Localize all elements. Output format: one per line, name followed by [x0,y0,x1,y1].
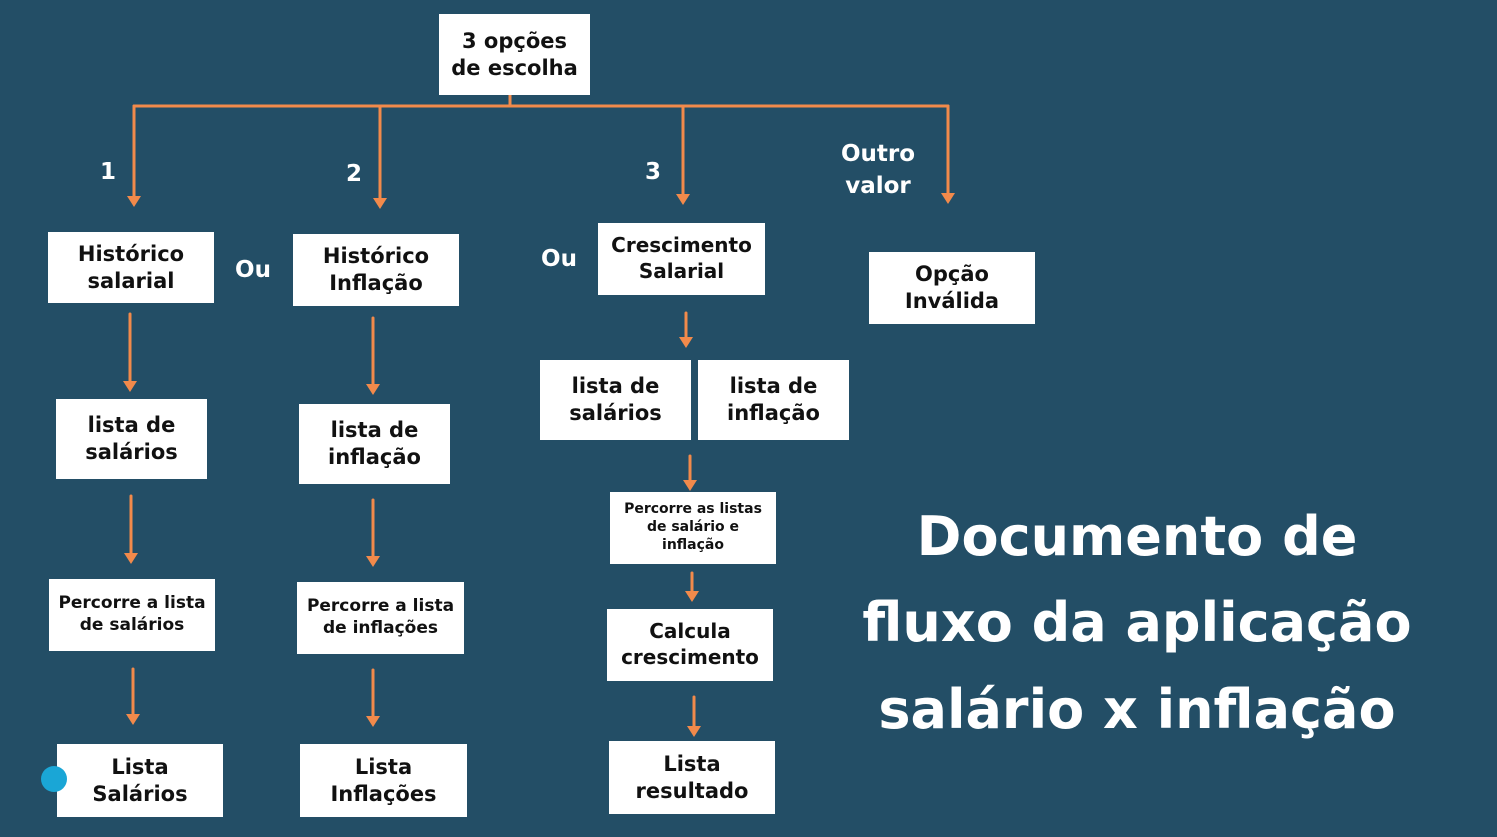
arrowhead [124,553,138,564]
b3-list-salaries-box: lista de salários [540,360,691,440]
branch-label-other: Outro valor [840,141,916,200]
arrowhead [123,381,137,392]
document-title: Documento de fluxo da aplicação salário … [862,505,1412,741]
arrowhead [676,194,690,205]
branch-label-2: 2 [345,161,362,187]
b2-list-box: lista de inflação [299,404,450,484]
arrowhead [685,591,699,602]
b3-calc-box: Calcula crescimento [607,609,773,681]
b2-result-box: Lista Inflações [300,744,467,817]
arrowhead [373,198,387,209]
b1-result-box: Lista Salários [57,744,223,817]
b3-head-box: Crescimento Salarial [598,223,765,295]
b3-list-inflation-box: lista de inflação [698,360,849,440]
b1-list-box: lista de salários [56,399,207,479]
invalid-option-box: Opção Inválida [869,252,1035,324]
arrowhead [126,714,140,725]
b3-result-box: Lista resultado [609,741,775,814]
arrowhead [941,193,955,204]
arrowhead [366,384,380,395]
root-box: 3 opções de escolha [439,14,590,95]
b1-head-box: Histórico salarial [48,232,214,303]
arrowhead [366,716,380,727]
or-label: Ou [541,246,577,272]
arrowhead [683,480,697,491]
or-label: Ou [235,257,271,283]
branch-label-3: 3 [644,159,661,185]
branch-label-1: 1 [99,159,116,185]
b2-head-box: Histórico Inflação [293,234,459,306]
arrowhead [687,726,701,737]
arrowhead [679,337,693,348]
arrowhead [127,196,141,207]
corner-badge-icon [41,766,67,792]
b1-process-box: Percorre a lista de salários [49,579,215,651]
b3-process-box: Percorre as listas de salário e inflação [610,492,776,564]
b2-process-box: Percorre a lista de inflações [297,582,464,654]
arrowhead [366,556,380,567]
